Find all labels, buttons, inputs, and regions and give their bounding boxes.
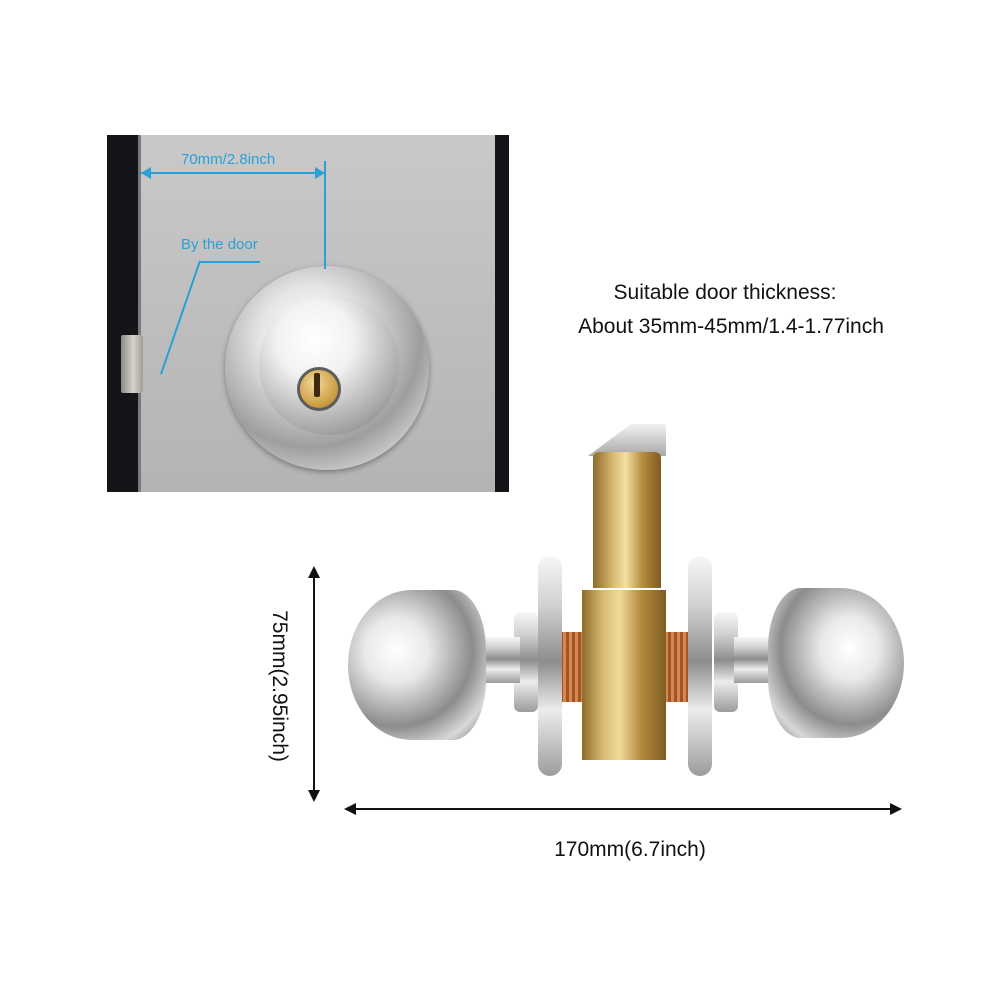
backset-dimension-line: [141, 172, 325, 174]
callout-line: [200, 261, 260, 263]
rose-right: [688, 556, 712, 776]
door-inset-photo: 70mm/2.8inch By the door: [107, 135, 509, 492]
backset-arrow-left: [141, 167, 151, 179]
callout-diagonal: [160, 260, 201, 375]
backset-label: 70mm/2.8inch: [181, 151, 276, 168]
height-arrow-bottom: [308, 790, 320, 802]
by-the-door-label: By the door: [181, 236, 258, 253]
height-arrow-top: [308, 566, 320, 578]
knob-right: [768, 588, 904, 738]
knob-left: [348, 590, 486, 740]
rose-left: [538, 556, 562, 776]
width-label: 170mm(6.7inch): [554, 838, 706, 861]
width-arrow-right: [890, 803, 902, 815]
latch-tube: [593, 452, 661, 588]
door-frame-left: [107, 135, 138, 492]
height-dimension-line: [313, 572, 315, 798]
lock-chassis: [582, 590, 666, 760]
backset-guide-line: [324, 161, 326, 269]
knob-shaft-right: [734, 637, 774, 683]
height-label: 75mm(2.95inch): [268, 610, 291, 762]
keyway: [314, 373, 320, 397]
knob-shaft-left: [480, 637, 520, 683]
width-arrow-left: [344, 803, 356, 815]
backset-arrow-right: [315, 167, 325, 179]
thickness-heading: Suitable door thickness:: [613, 281, 837, 304]
thickness-value: About 35mm-45mm/1.4-1.77inch: [578, 315, 884, 338]
knob-face: [259, 295, 399, 435]
width-dimension-line: [350, 808, 896, 810]
door-latch: [121, 335, 143, 393]
door-frame-right: [495, 135, 509, 492]
door-edge: [138, 135, 141, 492]
